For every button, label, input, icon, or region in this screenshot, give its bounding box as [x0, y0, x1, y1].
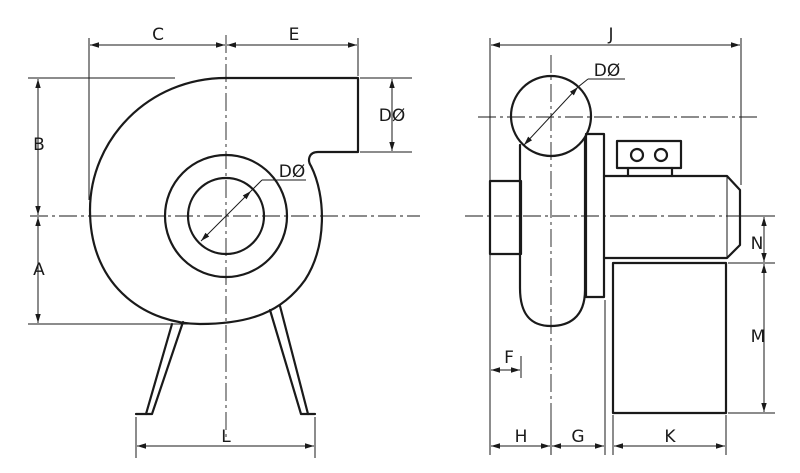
dim-side-d-line	[523, 86, 579, 146]
label-inlet-diameter: DØ	[279, 162, 305, 182]
outlet-circle	[509, 74, 593, 158]
label-a: A	[33, 260, 45, 280]
back-plate	[584, 132, 606, 299]
side-dimensions: J DØ N M F H G K	[489, 25, 775, 455]
side-view	[465, 55, 775, 420]
inlet-d-leader	[250, 179, 263, 192]
label-g: G	[571, 427, 584, 447]
inlet-stub	[488, 179, 523, 256]
label-m: M	[751, 327, 766, 347]
housing-side	[518, 138, 587, 328]
label-l: L	[221, 427, 231, 447]
label-e: E	[289, 25, 300, 45]
right-leg	[268, 308, 317, 416]
motor-body	[602, 174, 742, 260]
scroll-housing	[88, 76, 360, 326]
label-k: K	[664, 427, 676, 447]
label-n: N	[751, 234, 764, 254]
front-view	[30, 35, 420, 440]
motor-stand	[611, 261, 728, 415]
label-outlet-diameter: DØ	[379, 106, 405, 126]
inlet-ring-inner	[186, 176, 266, 256]
label-b: B	[33, 135, 45, 155]
terminal-knob-left	[629, 147, 645, 163]
right-leg-inner	[278, 304, 310, 416]
front-dimensions: C E B A DØ DØ L	[28, 25, 412, 458]
side-d-leader	[577, 78, 589, 88]
left-leg-inner	[144, 322, 174, 416]
label-side-diameter: DØ	[594, 61, 620, 81]
terminal-box	[615, 139, 683, 170]
label-f: F	[504, 348, 514, 368]
terminal-knob-right	[653, 147, 669, 163]
left-leg	[134, 320, 185, 416]
dim-inlet-d-line	[200, 190, 252, 242]
inlet-ring-outer	[163, 153, 289, 279]
label-j: J	[607, 25, 613, 45]
label-h: H	[515, 427, 528, 447]
label-c: C	[152, 25, 164, 45]
